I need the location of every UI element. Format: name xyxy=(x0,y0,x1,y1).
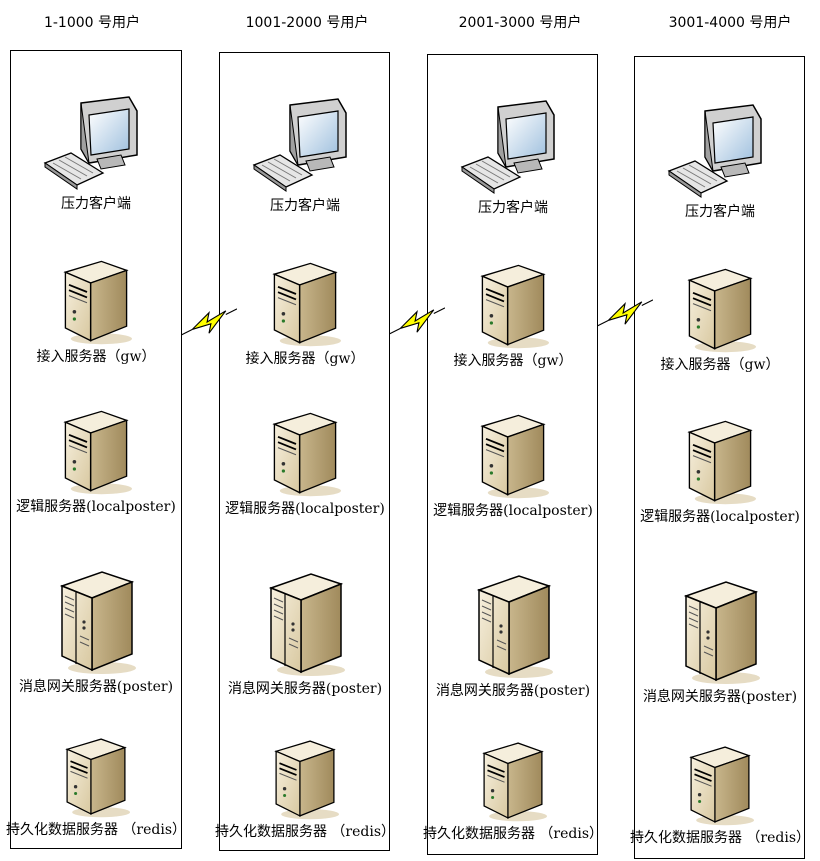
lightning-link-icon xyxy=(389,302,445,340)
logic-server: 逻辑服务器(localposter) xyxy=(410,410,616,520)
user-group-box-2: 压力客户端 接入服务器（gw） 逻辑服务器(localposter) 消息网关服… xyxy=(219,52,390,851)
node-label: 接入服务器（gw） xyxy=(410,350,616,370)
logic-server: 逻辑服务器(localposter) xyxy=(0,406,199,516)
cabinet-server-icon xyxy=(56,566,136,676)
tower-server-icon xyxy=(265,408,345,498)
cabinet-server-icon xyxy=(473,570,553,680)
pressure-client: 压力客户端 xyxy=(0,93,199,213)
message-gateway-server: 消息网关服务器(poster) xyxy=(410,570,616,700)
node-label: 压力客户端 xyxy=(410,197,616,217)
node-label: 逻辑服务器(localposter) xyxy=(202,498,408,518)
desktop-computer-icon xyxy=(458,97,568,197)
node-label: 持久化数据服务器 （redis） xyxy=(202,821,408,841)
node-label: 压力客户端 xyxy=(617,201,820,221)
tower-server-icon xyxy=(680,264,760,354)
node-label: 压力客户端 xyxy=(0,193,199,213)
persistence-server: 持久化数据服务器 （redis） xyxy=(0,734,199,839)
logic-server: 逻辑服务器(localposter) xyxy=(617,416,820,526)
tower-server-icon xyxy=(680,742,760,827)
persistence-server: 持久化数据服务器 （redis） xyxy=(410,738,616,843)
cabinet-server-icon xyxy=(680,576,760,686)
persistence-server: 持久化数据服务器 （redis） xyxy=(202,736,408,841)
tower-server-icon xyxy=(680,416,760,506)
node-label: 持久化数据服务器 （redis） xyxy=(0,819,199,839)
pressure-client: 压力客户端 xyxy=(617,101,820,221)
tower-server-icon xyxy=(56,406,136,496)
user-group-box-3: 压力客户端 接入服务器（gw） 逻辑服务器(localposter) 消息网关服… xyxy=(427,54,598,855)
node-label: 接入服务器（gw） xyxy=(617,354,820,374)
desktop-computer-icon xyxy=(665,101,775,201)
lightning-link-icon xyxy=(597,294,653,332)
gateway-server: 接入服务器（gw） xyxy=(0,256,199,366)
desktop-computer-icon xyxy=(250,95,360,195)
user-group-box-4: 压力客户端 接入服务器（gw） 逻辑服务器(localposter) 消息网关服… xyxy=(634,56,805,859)
desktop-computer-icon xyxy=(41,93,151,193)
node-label: 消息网关服务器(poster) xyxy=(410,680,616,700)
node-label: 消息网关服务器(poster) xyxy=(0,676,199,696)
logic-server: 逻辑服务器(localposter) xyxy=(202,408,408,518)
cabinet-server-icon xyxy=(265,568,345,678)
node-label: 接入服务器（gw） xyxy=(202,348,408,368)
column-title-1: 1-1000 号用户 xyxy=(0,12,192,32)
node-label: 消息网关服务器(poster) xyxy=(202,678,408,698)
node-label: 压力客户端 xyxy=(202,195,408,215)
message-gateway-server: 消息网关服务器(poster) xyxy=(0,566,199,696)
column-title-3: 2001-3000 号用户 xyxy=(420,12,620,32)
node-label: 消息网关服务器(poster) xyxy=(617,686,820,706)
node-label: 持久化数据服务器 （redis） xyxy=(410,823,616,843)
tower-server-icon xyxy=(56,256,136,346)
node-label: 持久化数据服务器 （redis） xyxy=(617,827,820,847)
node-label: 接入服务器（gw） xyxy=(0,346,199,366)
node-label: 逻辑服务器(localposter) xyxy=(0,496,199,516)
user-group-box-1: 压力客户端 接入服务器（gw） 逻辑服务器(localposter) 消息网关服… xyxy=(10,50,182,849)
tower-server-icon xyxy=(473,410,553,500)
tower-server-icon xyxy=(265,736,345,821)
message-gateway-server: 消息网关服务器(poster) xyxy=(617,576,820,706)
column-title-2: 1001-2000 号用户 xyxy=(207,12,407,32)
pressure-client: 压力客户端 xyxy=(202,95,408,215)
node-label: 逻辑服务器(localposter) xyxy=(410,500,616,520)
node-label: 逻辑服务器(localposter) xyxy=(617,506,820,526)
pressure-client: 压力客户端 xyxy=(410,97,616,217)
tower-server-icon xyxy=(265,258,345,348)
column-title-4: 3001-4000 号用户 xyxy=(630,12,820,32)
lightning-link-icon xyxy=(181,303,237,341)
tower-server-icon xyxy=(473,260,553,350)
tower-server-icon xyxy=(56,734,136,819)
message-gateway-server: 消息网关服务器(poster) xyxy=(202,568,408,698)
tower-server-icon xyxy=(473,738,553,823)
persistence-server: 持久化数据服务器 （redis） xyxy=(617,742,820,847)
